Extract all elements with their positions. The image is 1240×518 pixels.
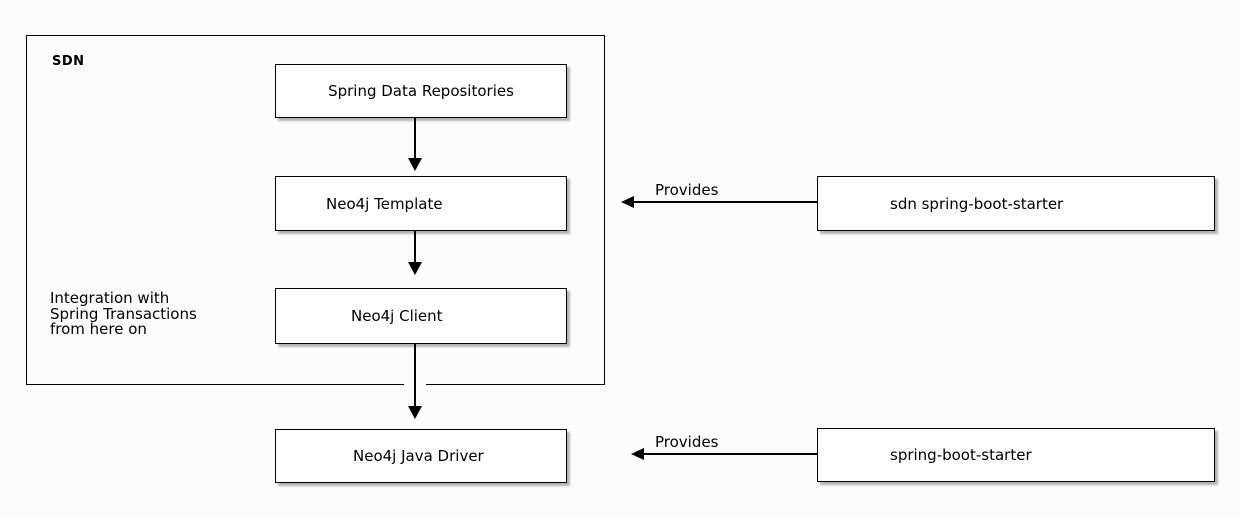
arrowhead-left-icon xyxy=(631,448,644,460)
node-spring-data-repositories: Spring Data Repositories xyxy=(275,64,567,118)
node-label-neo4j-client: Neo4j Client xyxy=(351,307,443,325)
arrowhead-down-icon xyxy=(408,158,422,171)
node-label-spring-boot-starter: spring-boot-starter xyxy=(890,446,1032,464)
arrowhead-down-icon xyxy=(408,406,422,419)
arrowhead-down-icon xyxy=(408,262,422,275)
sdn-annotation: Integration with Spring Transactions fro… xyxy=(50,289,197,338)
node-label-spring-data-repositories: Spring Data Repositories xyxy=(328,82,514,100)
node-label-sdn-spring-boot-starter: sdn spring-boot-starter xyxy=(890,194,1064,213)
node-label-neo4j-template: Neo4j Template xyxy=(326,194,443,213)
annotation-line-2: Spring Transactions xyxy=(50,304,197,323)
annotation-line-3: from here on xyxy=(50,320,147,338)
annotation-line-1: Integration with xyxy=(50,289,170,307)
node-spring-boot-starter: spring-boot-starter xyxy=(817,428,1215,482)
arrowhead-left-icon xyxy=(621,196,634,208)
node-sdn-spring-boot-starter: sdn spring-boot-starter xyxy=(817,176,1215,231)
sdn-group-label: SDN xyxy=(52,54,85,69)
edge-template-to-client-line xyxy=(414,231,416,262)
node-neo4j-template: Neo4j Template xyxy=(275,176,567,231)
edge-sdnstarter-provides-line xyxy=(634,201,817,203)
edge-client-to-driver-line xyxy=(414,344,416,406)
node-neo4j-client: Neo4j Client xyxy=(275,288,567,344)
edge-repos-to-template-line xyxy=(414,118,416,158)
sdn-group-box xyxy=(26,35,605,385)
edge-label-provides-bottom: Provides xyxy=(655,433,719,451)
node-label-neo4j-java-driver: Neo4j Java Driver xyxy=(353,447,484,465)
edge-label-provides-top: Provides xyxy=(655,181,719,199)
node-neo4j-java-driver: Neo4j Java Driver xyxy=(275,429,567,483)
edge-bootstarter-provides-line xyxy=(644,453,817,455)
